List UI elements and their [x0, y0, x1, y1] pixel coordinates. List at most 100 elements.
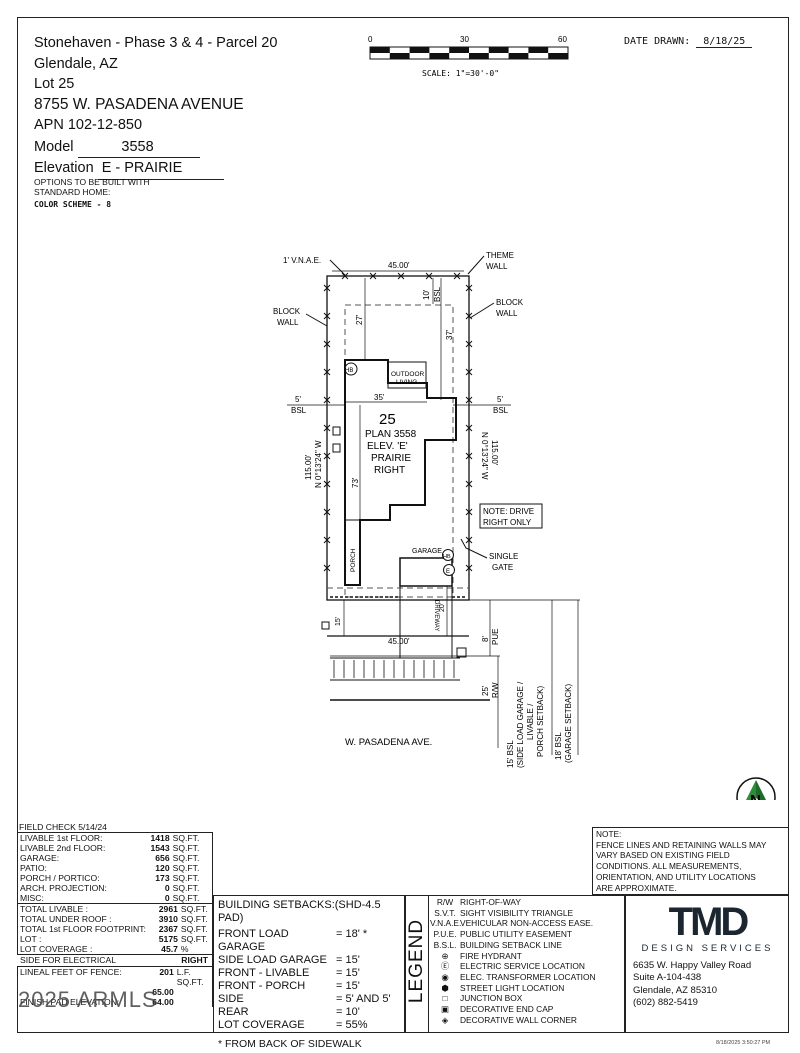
ac-unit-1 — [332, 426, 341, 436]
options-block: OPTIONS TO BE BUILT WITH STANDARD HOME: … — [34, 177, 150, 210]
setback-label: SIDE LOAD GARAGE — [218, 954, 327, 966]
rear-bsl-label: BSL — [433, 286, 442, 302]
legend-description: VEHICULAR NON-ACCESS EASE. — [460, 918, 594, 929]
setback-label: LOT COVERAGE — [218, 1019, 305, 1031]
legend-description: ELECTRIC SERVICE LOCATION — [460, 961, 585, 972]
legend-description: FIRE HYDRANT — [460, 950, 522, 961]
stats-label: ARCH. PROJECTION: — [20, 883, 107, 893]
wall-x-mark — [465, 340, 473, 348]
date-value: 8/18/25 — [696, 36, 753, 48]
wall-x-mark — [323, 508, 331, 516]
note-drive-box — [479, 503, 543, 529]
wall-x-mark — [465, 452, 473, 460]
outdoor-living-area — [387, 361, 427, 389]
dim-15: 15' — [335, 617, 342, 626]
note-line: VARY BASED ON EXISTING FIELD — [596, 850, 730, 861]
stats-label: TOTAL LIVABLE : — [20, 904, 88, 914]
outdoor-label-1: OUTDOOR — [391, 371, 425, 378]
setback-b-1: 18' BSL — [554, 732, 563, 760]
stats-value: 2367 — [158, 924, 178, 934]
wall-x-mark — [323, 424, 331, 432]
setbacks-footnote: * FROM BACK OF SIDEWALK — [218, 1038, 362, 1050]
porch-area — [344, 519, 361, 586]
scale-block — [528, 47, 549, 53]
legend-row: ⬢STREET LIGHT LOCATION — [430, 983, 596, 994]
dim-73: 73' — [351, 477, 360, 488]
company-addr-3: Glendale, AZ 85310 — [633, 984, 717, 996]
note-line: ORIENTATION, AND UTILITY LOCATIONS — [596, 871, 756, 882]
wall-x-mark — [323, 340, 331, 348]
wall-x-mark — [323, 452, 331, 460]
stats-label: LOT : — [20, 934, 42, 944]
wall-x-mark — [465, 396, 473, 404]
top-width: 45.00' — [388, 261, 410, 270]
setback-row: SIDE= 5' AND 5' — [218, 993, 404, 1006]
block-wall-left-1: BLOCK — [273, 307, 301, 316]
wall-corner-icon: ◈ — [441, 1014, 449, 1025]
stats-label: LIVABLE 2nd FLOOR: — [20, 843, 106, 853]
stats-value: 0 — [164, 893, 170, 903]
electrical-value: RIGHT — [181, 955, 208, 965]
lot-number: 25 — [58, 76, 75, 92]
dim-35: 35' — [374, 393, 385, 402]
setbacks-title: BUILDING SETBACKS:(SHD-4.5 PAD) — [218, 899, 381, 924]
lot-line: Lot 25 — [34, 76, 75, 92]
right-bearing-angle: N 0°13'24" W — [480, 432, 489, 480]
company-logo: TMD — [668, 900, 750, 944]
stats-value: 1418 — [150, 833, 170, 843]
color-scheme: COLOR SCHEME - 8 — [34, 200, 112, 209]
legend-row: P.U.E.PUBLIC UTILITY EASEMENT — [430, 929, 596, 940]
setback-value: = 55% — [336, 1019, 368, 1031]
field-check: FIELD CHECK 5/14/24 — [19, 822, 107, 832]
company-phone: (602) 882-5419 — [633, 996, 698, 1008]
scale-bar: 0 30 60 SCALE: 1"=30'-0" — [368, 35, 569, 78]
setback-value: = 15' — [336, 980, 360, 992]
note-drive-2: RIGHT ONLY — [483, 518, 532, 527]
wall-x-mark — [453, 272, 461, 280]
wall-x-mark — [323, 284, 331, 292]
apn-line: APN 102-12-850 — [34, 117, 143, 133]
apn-number: 102-12-850 — [67, 117, 143, 133]
legend-title-column: LEGEND — [406, 896, 429, 1032]
rear-bsl-dim: 10' — [422, 289, 431, 300]
date-drawn: DATE DRAWN: 8/18/25 — [624, 36, 753, 48]
block-wall-left-2: WALL — [277, 318, 299, 327]
stats-unit: L.F. — [176, 967, 191, 977]
legend-description: DECORATIVE WALL CORNER — [460, 1014, 577, 1025]
end-cap-icon: ▣ — [441, 1004, 449, 1015]
setback-a-2: (SIDE LOAD GARAGE / — [516, 681, 525, 768]
stats-value: 5175 — [158, 934, 178, 944]
stats-label: LOT COVERAGE : — [20, 944, 93, 954]
legend-description: DECORATIVE END CAP — [460, 1004, 554, 1015]
wall-x-mark — [465, 536, 473, 544]
stats-unit: SQ.FT. — [180, 924, 208, 934]
hose-bib-front — [442, 549, 454, 561]
plan-text-2: ELEV. 'E' — [367, 441, 408, 452]
stats-value: 45.7 — [161, 944, 178, 954]
stats-unit — [177, 997, 213, 1007]
legend-row: S.V.T.SIGHT VISIBILITY TRIANGLE — [430, 908, 596, 919]
outdoor-label-2: LIVING — [396, 379, 417, 386]
stats-unit: SQ.FT. — [180, 904, 208, 914]
date-label: DATE DRAWN: — [624, 36, 691, 47]
wall-x-mark — [369, 272, 377, 280]
stats-value: 3910 — [158, 914, 178, 924]
scale-block — [429, 53, 450, 59]
rw-label: R/W — [491, 682, 500, 698]
options-line-2: STANDARD HOME: — [34, 187, 111, 197]
setback-label: FRONT - LIVABLE — [218, 967, 310, 979]
theme-wall-label-2: WALL — [486, 262, 508, 271]
transformer-icon: ◉ — [441, 971, 449, 982]
stats-unit: % — [180, 944, 189, 954]
wall-x-mark — [323, 396, 331, 404]
hb-label-front: HB — [443, 554, 451, 560]
setback-row: LOT COVERAGE = 55% — [218, 1019, 404, 1032]
setback-row: FRONT LOAD GARAGE= 18' * — [218, 928, 404, 954]
